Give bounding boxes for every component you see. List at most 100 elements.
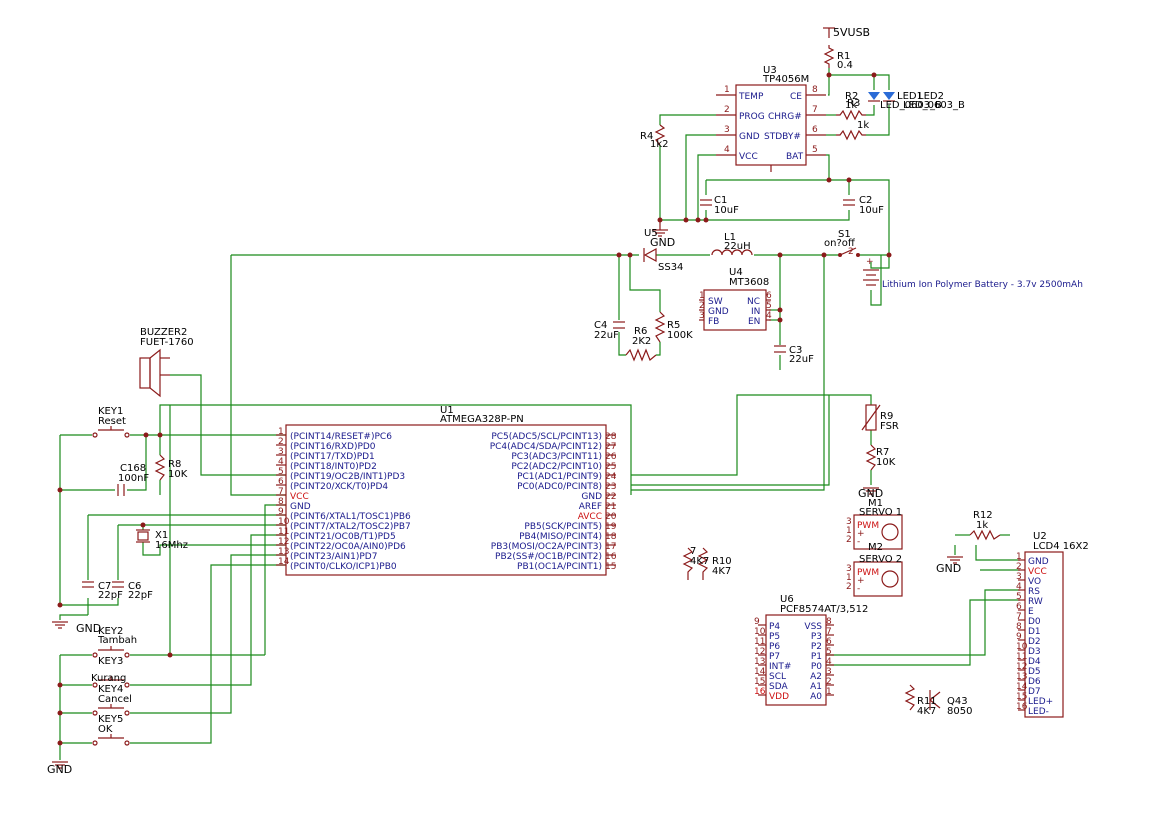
u1-left-pin: (PCINT19/OC2B/INT1)PD3 — [290, 472, 405, 482]
u1-right-pin-num: 23 — [605, 482, 616, 492]
u1-left-pin: VCC — [290, 492, 309, 502]
ref-key4: KEY4 — [98, 684, 123, 695]
u2-pin: VO — [1028, 577, 1041, 587]
u6-right-pin-num: 2 — [826, 677, 832, 687]
val-u2: LCD4 16X2 — [1033, 541, 1089, 552]
val-l1: 22uH — [724, 241, 751, 252]
val-diode: SS34 — [658, 262, 683, 273]
u6-left-pin-num: 11 — [754, 637, 765, 647]
u2-pin-num: 15 — [1016, 692, 1027, 702]
ref-r8: R8 — [168, 459, 181, 470]
u1-left-pin: (PCINT18/INT0)PD2 — [290, 462, 377, 472]
ref-key2: KEY2 — [98, 626, 123, 637]
u1-right-pin: AVCC — [578, 512, 602, 522]
u1-left-pin: (PCINT21/OC0B/T1)PD5 — [290, 532, 396, 542]
ref-u4: U4 — [729, 267, 743, 278]
u2-pin-num: 7 — [1016, 612, 1022, 622]
u6-right-pin: P0 — [811, 662, 822, 672]
u2-pin: D5 — [1028, 667, 1041, 677]
u1-right-pin-num: 21 — [605, 502, 616, 512]
label-gnd-lcd: GND — [936, 562, 961, 575]
u1-right-pin: PB1(OC1A/PCINT1) — [517, 562, 602, 572]
u2-pin: GND — [1028, 557, 1049, 567]
u6-left-pin: SDA — [769, 682, 788, 692]
u3-pin-stdby: STDBY# — [764, 132, 801, 142]
ref-c1: C1 — [714, 195, 727, 206]
u2-pin-num: 10 — [1016, 642, 1028, 652]
val-r5: 100K — [667, 330, 693, 341]
u1-right-pin: PC1(ADC1/PCINT9) — [517, 472, 602, 482]
u6-right-pin-num: 4 — [826, 657, 832, 667]
ref-u5: U5 — [644, 228, 658, 239]
val-r1: 0.4 — [837, 60, 853, 71]
u2-pin: D1 — [1028, 627, 1041, 637]
u6-right-pin-num: 7 — [826, 627, 832, 637]
ref-r4: R4 — [640, 131, 653, 142]
val-r2: 1k — [845, 100, 857, 111]
svg-text:1: 1 — [724, 85, 730, 95]
val-key4: Cancel — [98, 694, 132, 705]
svg-text:3: 3 — [724, 125, 730, 135]
val-key1: Reset — [98, 416, 126, 427]
svg-text:3: 3 — [699, 311, 705, 321]
svg-text:1: 1 — [699, 291, 705, 301]
val-r8: 10K — [168, 469, 188, 480]
u6-right-pin: P1 — [811, 652, 822, 662]
u1-right-pin: PC4(ADC4/SDA/PCINT12) — [490, 442, 602, 452]
val-c7: 22pF — [98, 590, 123, 601]
u1-left-pin-num: 7 — [278, 487, 284, 497]
svg-text:EN: EN — [748, 317, 760, 327]
u1-left-pin-num: 6 — [278, 477, 284, 487]
u2-pin: RW — [1028, 597, 1043, 607]
u1-left-pin: (PCINT22/OC0A/AIN0)PD6 — [290, 542, 406, 552]
u2-pin-num: 11 — [1016, 652, 1027, 662]
u6-left-pin-num: 12 — [754, 647, 765, 657]
val-r12: 1k — [976, 520, 988, 531]
u1-right-pin: AREF — [579, 502, 602, 512]
ref-r12: R12 — [973, 510, 993, 521]
u3-pin-vcc: VCC — [739, 152, 758, 162]
u6-left-pin: P5 — [769, 632, 780, 642]
u1-right-pin-num: 22 — [605, 492, 616, 502]
u3-pin-ce: CE — [790, 92, 802, 102]
u6-left-pin-num: 13 — [754, 657, 765, 667]
ref-r6: R6 — [634, 326, 647, 337]
junctions — [57, 72, 892, 746]
svg-text:NC: NC — [747, 297, 760, 307]
u2-pin-num: 3 — [1016, 572, 1022, 582]
u6-right-pin: P2 — [811, 642, 822, 652]
val-r3: 1k — [857, 120, 869, 131]
svg-text:+: + — [857, 529, 865, 539]
u3-pin-prog: PROG — [739, 112, 765, 122]
u6-left-pin: VDD — [769, 692, 789, 702]
u1-right-pin: PC5(ADC5/SCL/PCINT13) — [491, 432, 602, 442]
svg-text:5: 5 — [812, 145, 818, 155]
ref-r11: R11 — [917, 696, 937, 707]
u1-right-pin-num: 28 — [605, 432, 617, 442]
ref-q43: Q43 — [947, 696, 968, 707]
svg-text:1: 1 — [846, 526, 852, 536]
u1-left-pin: (PCINT16/RXD)PD0 — [290, 442, 376, 452]
u1-right-pin-num: 24 — [605, 472, 617, 482]
u1-right-pin-num: 27 — [605, 442, 616, 452]
svg-text:-: - — [857, 537, 860, 547]
svg-text:SW: SW — [708, 297, 723, 307]
ref-r9: R9 — [880, 411, 893, 422]
u2-pin: LED- — [1028, 707, 1049, 717]
u1-left-pin-num: 12 — [278, 537, 289, 547]
u2-pin: D4 — [1028, 657, 1041, 667]
val-key5: OK — [98, 724, 113, 735]
u2-pin-num: 9 — [1016, 632, 1022, 642]
u2-pins: GND1VCC2VO3RS4RW5E6D07D18D29D310D411D512… — [1016, 552, 1053, 717]
u2-pin: D0 — [1028, 617, 1041, 627]
ref-r7b: 7 — [690, 546, 696, 557]
ref-c168: C168 — [120, 463, 146, 474]
svg-text:2: 2 — [699, 301, 705, 311]
u1-left-pin-num: 5 — [278, 467, 284, 477]
ref-c4: C4 — [594, 320, 607, 331]
val-r9: FSR — [880, 421, 899, 432]
u6-right-pin: A0 — [810, 692, 822, 702]
val-s1: on?off — [824, 238, 856, 249]
u2-pin: E — [1028, 607, 1034, 617]
u1-right-pin: GND — [581, 492, 602, 502]
